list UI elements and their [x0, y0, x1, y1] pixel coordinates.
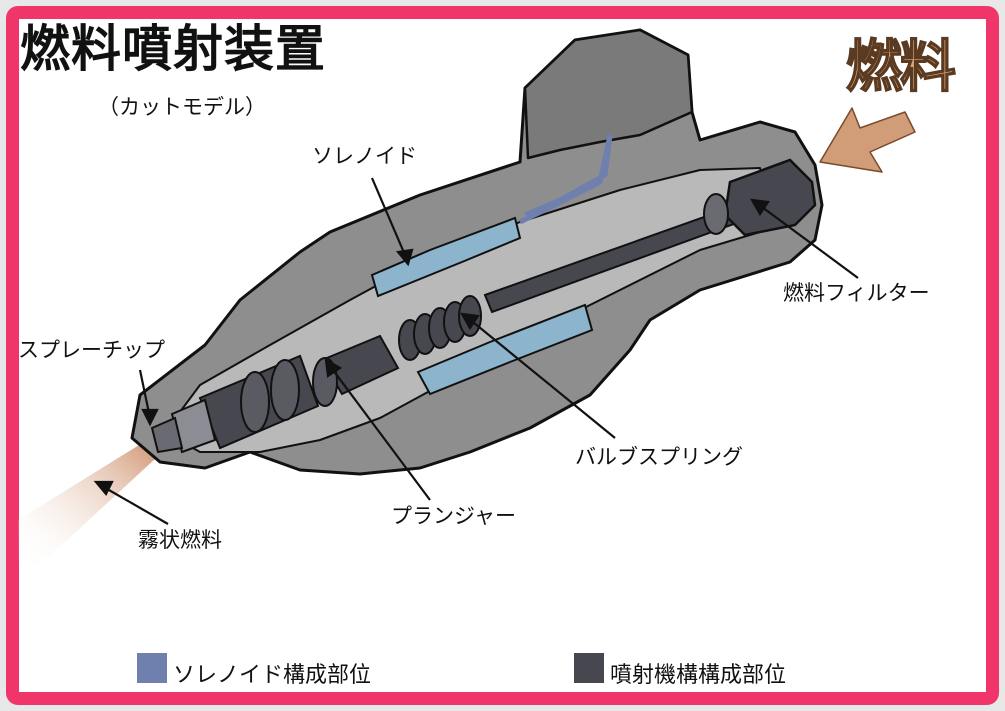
legend-label-solenoid: ソレノイド構成部位: [173, 663, 372, 688]
page-title: 燃料噴射装置: [20, 20, 326, 78]
fuel-inlet-label: 燃料: [845, 35, 957, 100]
fuel-filter-ring: [703, 193, 729, 235]
leader-mist: [101, 485, 169, 525]
fuel-inlet-arrow: [819, 107, 916, 173]
solenoid-coil-upper: [370, 216, 522, 298]
label-fuel-filter: 燃料フィルター: [783, 281, 930, 305]
legend-label-injection-mechanism: 噴射機構構成部位: [610, 663, 787, 688]
page-subtitle: （カットモデル）: [98, 95, 266, 119]
label-valve-spring: バルブスプリング: [575, 445, 743, 469]
label-solenoid: ソレノイド: [312, 144, 417, 168]
label-plunger: プランジャー: [391, 504, 516, 528]
solenoid-wire: [518, 134, 613, 225]
connector-block: [523, 28, 694, 160]
legend-swatch-solenoid: [137, 653, 167, 683]
label-spray-tip: スプレーチップ: [18, 338, 165, 362]
valve-spring-part: [398, 295, 482, 361]
leader-solenoid: [370, 177, 410, 263]
nozzle-assembly: [150, 354, 320, 454]
leader-spring: [467, 317, 616, 439]
label-atomized-fuel: 霧状燃料: [138, 528, 222, 552]
leader-plunger: [329, 365, 431, 501]
leader-lines: [93, 177, 859, 525]
legend-swatch-injection-mechanism: [574, 653, 604, 683]
fuel-spray-cone: [18, 432, 168, 565]
leader-filter: [757, 203, 859, 279]
